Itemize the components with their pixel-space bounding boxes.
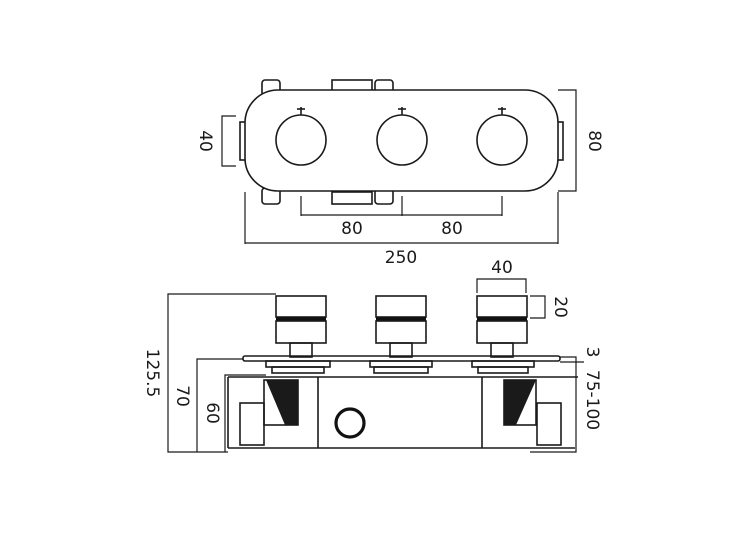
dim-label-60: 60 [202, 402, 222, 424]
dim-label-125-5: 125.5 [142, 349, 162, 398]
dim-label-40-top: 40 [195, 130, 215, 152]
dim-label-80-right: 80 [441, 219, 463, 239]
dim-label-80-left: 80 [341, 219, 363, 239]
side-handle-center [375, 295, 427, 358]
top-view: 40 80 80 80 250 [195, 79, 604, 268]
dim-depth-70: 70 [172, 358, 243, 452]
dim-plate-height: 80 [558, 89, 604, 192]
side-view: 40 20 [142, 258, 602, 453]
dim-overall-width: 250 [244, 192, 559, 268]
side-handle-right [476, 295, 528, 358]
top-knob-right [476, 107, 528, 166]
dim-label-80-height: 80 [584, 130, 604, 152]
top-knob-left [275, 107, 327, 166]
top-knob-center [376, 107, 428, 166]
dim-overall-depth: 125.5 [142, 293, 276, 453]
side-handle-left [275, 295, 327, 358]
dim-wall-depth: 75-100 3 [530, 347, 602, 453]
dim-label-250: 250 [385, 248, 417, 268]
cover-plate [244, 89, 559, 192]
dim-label-75-100: 75-100 [582, 370, 602, 430]
dim-knob-spacing: 80 80 [300, 196, 503, 239]
side-collars [265, 360, 535, 374]
dim-knob-diameter: 40 [195, 115, 236, 167]
dim-label-20: 20 [550, 296, 570, 318]
dim-depth-60: 60 [202, 374, 266, 452]
dim-label-40-side: 40 [491, 258, 513, 278]
dim-label-70: 70 [172, 385, 192, 407]
valve-body [227, 376, 578, 449]
dim-side-knob-width: 40 [476, 258, 527, 293]
dim-side-knob-depth: 20 [530, 295, 570, 319]
dim-label-3: 3 [582, 347, 602, 358]
